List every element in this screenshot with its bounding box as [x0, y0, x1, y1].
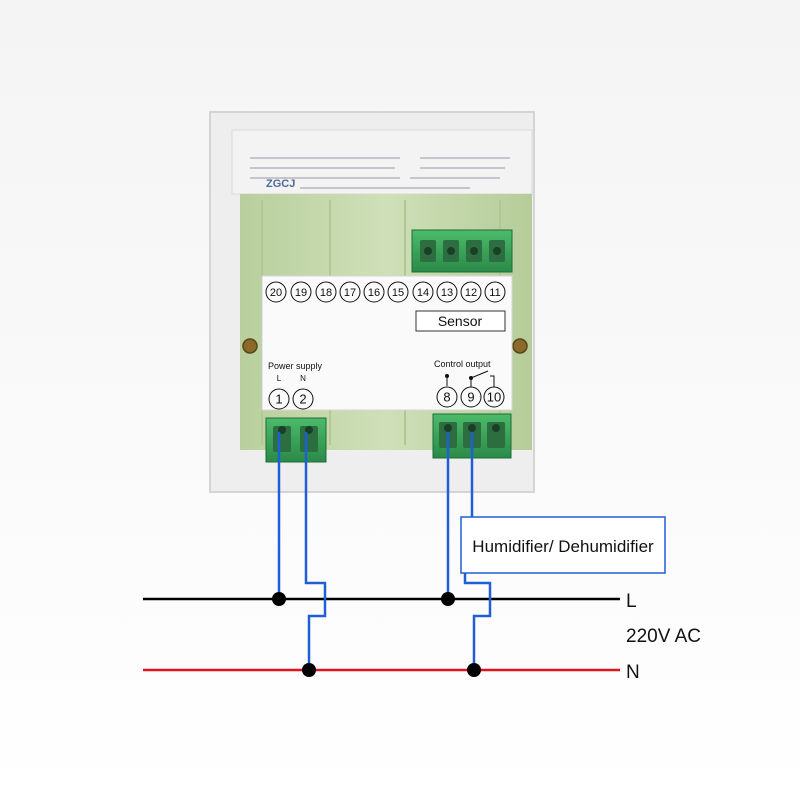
terminal-17: 17	[339, 281, 361, 303]
junction-dot	[272, 592, 286, 606]
terminal-label: 17	[344, 287, 356, 299]
terminal-1: 1	[268, 388, 290, 410]
terminal-label: 1	[275, 392, 282, 407]
relay-contact-symbol	[445, 370, 495, 387]
connection-wires	[277, 432, 492, 670]
junction-dot	[441, 592, 455, 606]
mounting-screw-left	[242, 338, 258, 354]
terminal-label: 19	[295, 287, 307, 299]
terminal-20: 20	[265, 281, 287, 303]
junction-dot	[302, 663, 316, 677]
terminal-L-label: L	[277, 374, 282, 383]
terminal-label: 11	[489, 287, 500, 299]
junction-dot	[467, 663, 481, 677]
spec-label-print	[250, 157, 510, 189]
load-box	[460, 516, 666, 574]
terminal-label: 9	[467, 390, 474, 405]
terminal-10: 10	[483, 386, 505, 408]
wire-terminal-2-to-N	[304, 432, 327, 670]
terminal-15: 15	[387, 281, 409, 303]
terminal-11: 11	[484, 281, 506, 303]
sensor-label: Sensor	[438, 313, 483, 329]
voltage-label: 220V AC	[626, 626, 701, 647]
terminal-label: 13	[441, 287, 453, 299]
load-label: Humidifier/ Dehumidifier	[472, 537, 654, 556]
terminal-8: 8	[436, 386, 458, 408]
terminal-label: 2	[299, 392, 306, 407]
line-N-label: N	[626, 662, 640, 683]
terminal-label-panel	[261, 275, 513, 411]
top-terminal-numbers: 20 19 18 17 16 15 14 13 12 11	[265, 281, 506, 303]
sensor-terminal-block	[411, 229, 513, 273]
output-terminal-numbers: 8 9 10	[436, 386, 505, 408]
terminal-label: 16	[368, 287, 380, 299]
terminal-label: 20	[270, 287, 282, 299]
terminal-label: 18	[320, 287, 332, 299]
terminal-14: 14	[412, 281, 434, 303]
sensor-label-box	[415, 310, 506, 332]
terminal-9: 9	[460, 386, 482, 408]
power-terminal-block	[265, 417, 327, 463]
terminal-12: 12	[460, 281, 482, 303]
terminal-label: 8	[443, 390, 450, 405]
terminal-label: 14	[417, 287, 429, 299]
terminal-16: 16	[363, 281, 385, 303]
terminal-19: 19	[290, 281, 312, 303]
terminal-18: 18	[315, 281, 337, 303]
brand-logo: ZGCJ	[266, 178, 295, 190]
terminal-label: 10	[487, 390, 501, 405]
control-output-label: Control output	[434, 359, 491, 369]
terminal-N-label: N	[300, 374, 306, 383]
line-L-label: L	[626, 591, 637, 612]
terminal-label: 15	[392, 287, 404, 299]
power-supply-label: Power supply	[268, 361, 323, 371]
junction-dots	[272, 592, 481, 677]
terminal-13: 13	[436, 281, 458, 303]
spec-label	[231, 129, 533, 195]
terminal-2: 2	[292, 388, 314, 410]
terminal-label: 12	[465, 287, 477, 299]
mounting-screw-right	[512, 338, 528, 354]
wire-load-to-N	[463, 573, 492, 670]
